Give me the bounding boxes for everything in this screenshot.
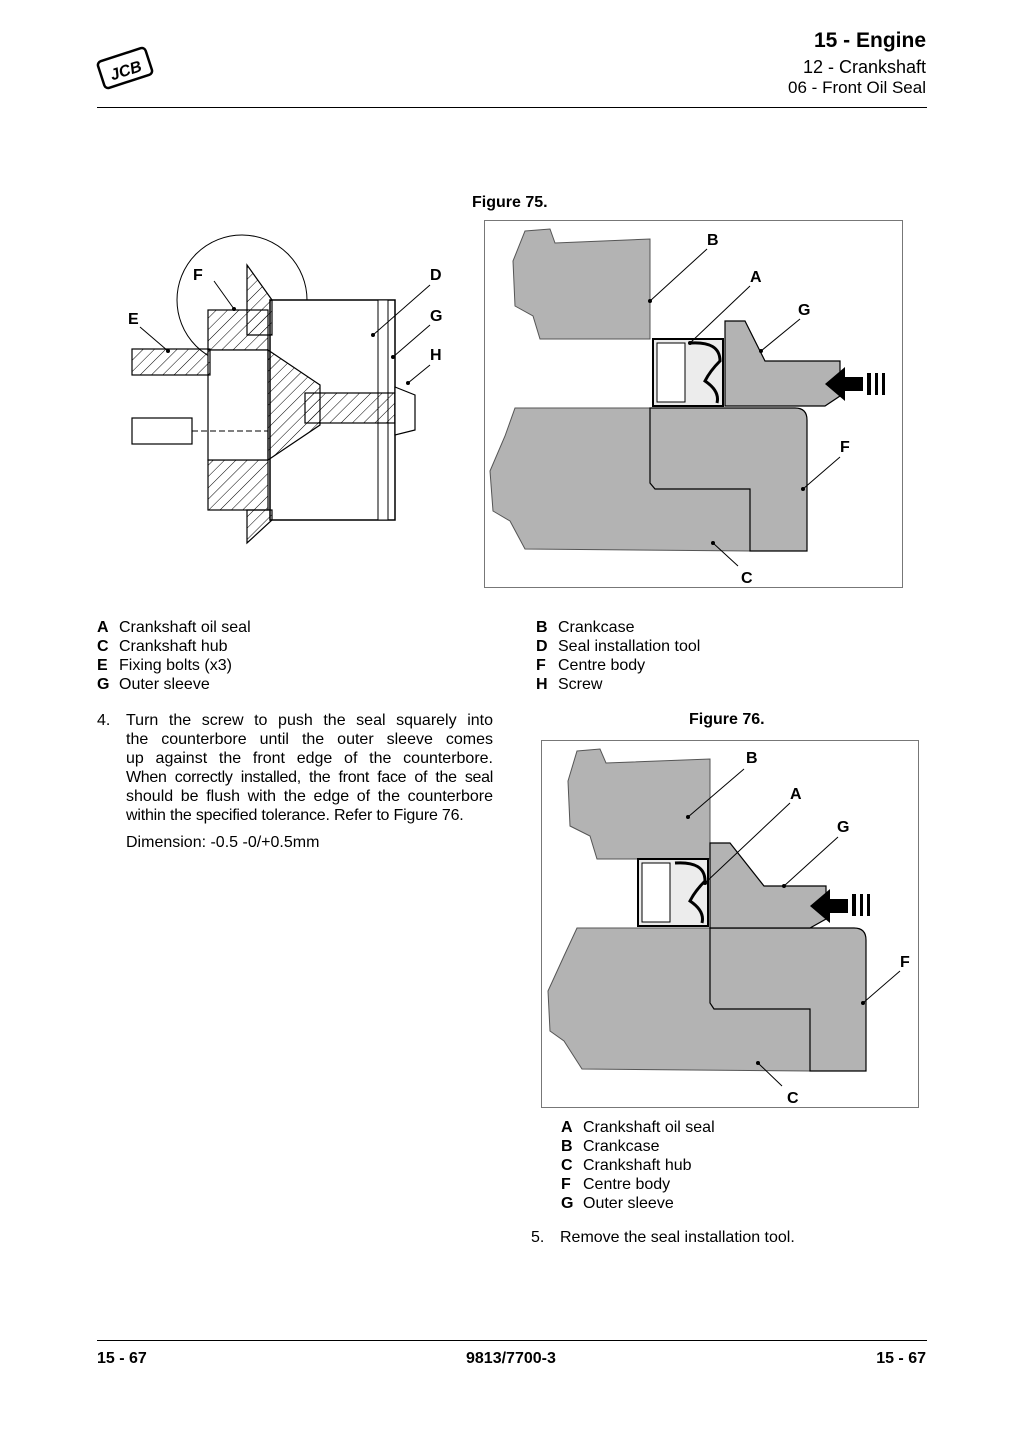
fig75-label-h: H	[430, 347, 442, 364]
header-divider	[97, 107, 927, 108]
footer-page-left: 15 - 67	[97, 1350, 147, 1367]
page-title: 15 - Engine	[813, 29, 926, 52]
page-subtitle: 12 - Crankshaft	[802, 57, 926, 77]
fig75s-label-g: G	[798, 302, 810, 319]
step-text-line: Turn the screw to push the seal squarely…	[126, 712, 493, 729]
jcb-logo: JCB	[96, 44, 154, 92]
fig75-label-e: E	[128, 311, 139, 328]
page-section: 06 - Front Oil Seal	[788, 78, 926, 97]
fig76-label-b: B	[746, 750, 758, 767]
fig75s-label-a: A	[750, 269, 762, 286]
step-5: 5. Remove the seal installation tool.	[531, 1228, 931, 1250]
figure76-caption: Figure 76.	[689, 711, 765, 728]
fig75s-label-c: C	[741, 570, 753, 587]
step-text-line: within the specified tolerance. Refer to…	[126, 807, 464, 824]
fig75-label-d: D	[430, 267, 442, 284]
step-dimension: Dimension: -0.5 -0/+0.5mm	[126, 834, 320, 851]
figure75-section-view: B A G F C	[484, 220, 903, 588]
step-text-line: the counterbore until the outer sleeve c…	[126, 731, 493, 748]
step-text-line: up against the front edge of the counter…	[126, 750, 493, 767]
step-text-line: should be flush with the edge of the cou…	[126, 788, 493, 805]
step-4: 4. Turn the screw to push the seal squar…	[97, 711, 493, 861]
fig76-label-g: G	[837, 819, 849, 836]
figure75-tool-drawing: F E D G H	[120, 225, 450, 555]
fig75s-label-f: F	[840, 439, 850, 456]
fig76-label-f: F	[900, 954, 910, 971]
fig75s-label-b: B	[707, 232, 719, 249]
fig76-label-c: C	[787, 1090, 799, 1107]
footer-page-right: 15 - 67	[876, 1350, 926, 1367]
figure76-section-view: B A G F C	[541, 740, 919, 1108]
footer-divider	[97, 1340, 927, 1341]
step-number: 5.	[531, 1229, 545, 1246]
footer-doc-number: 9813/7700-3	[466, 1350, 556, 1367]
fig76-label-a: A	[790, 786, 802, 803]
step-number: 4.	[97, 712, 111, 729]
figure75-caption: Figure 75.	[472, 194, 548, 211]
step-text: Remove the seal installation tool.	[560, 1229, 795, 1246]
fig75-label-f: F	[193, 267, 203, 284]
step-text-line: When correctly installed, the front face…	[126, 769, 493, 786]
fig75-label-g: G	[430, 308, 442, 325]
